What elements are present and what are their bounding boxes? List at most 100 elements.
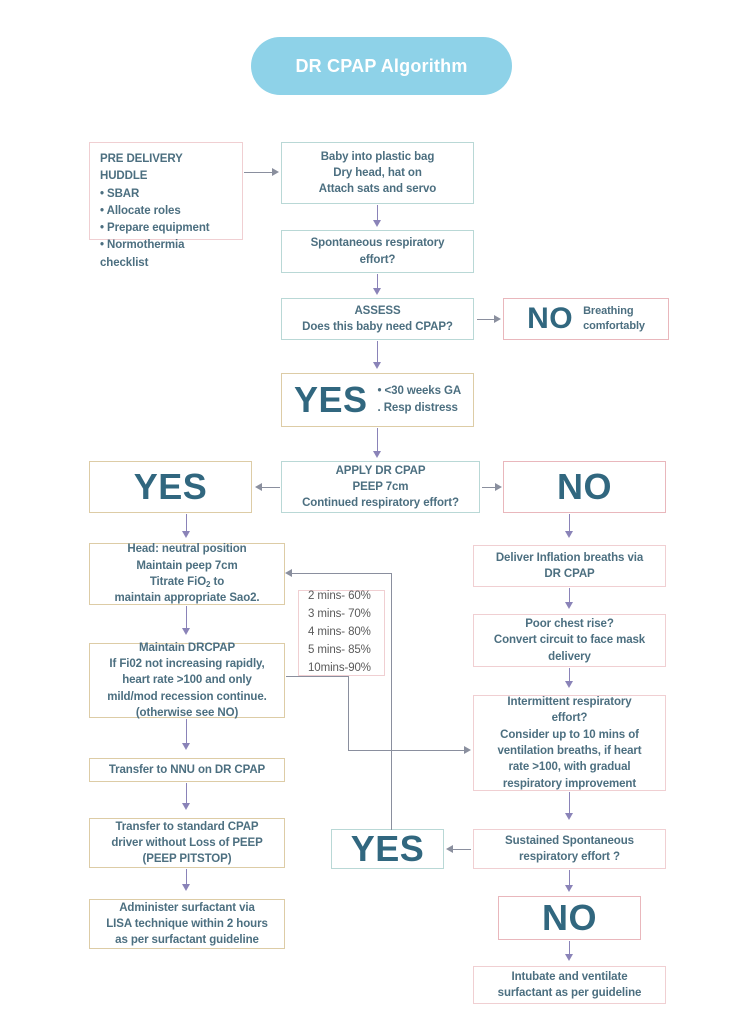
line: Breathing <box>583 305 634 318</box>
arrow-down-icon <box>565 813 573 820</box>
arrow-down-icon <box>373 362 381 369</box>
huddle-list: SBAR Allocate roles Prepare equipment No… <box>100 186 210 255</box>
table-row: 4 mins- 80% <box>308 626 371 639</box>
list-item: Prepare equipment <box>100 220 210 237</box>
arrow-down-icon <box>182 531 190 538</box>
node-no-right: NO <box>503 461 666 513</box>
word-yes: YES <box>133 466 208 507</box>
arrow-down-icon <box>182 803 190 810</box>
line: Spontaneous respiratory <box>310 237 445 250</box>
node-head-neutral-position: Head: neutral position Maintain peep 7cm… <box>89 543 285 605</box>
line: respiratory improvement <box>502 777 637 790</box>
line: respiratory effort ? <box>519 851 620 863</box>
line: Dry head, hat on <box>333 166 422 179</box>
node-intubate-ventilate: Intubate and ventilate surfactant as per… <box>473 966 666 1004</box>
line: as per surfactant guideline <box>115 934 259 947</box>
arrow-left-icon <box>285 569 292 577</box>
word-yes: YES <box>293 379 368 420</box>
connector-drcpap-to-nnu <box>186 719 188 743</box>
word-no: NO <box>542 897 597 938</box>
node-no-bottom: NO <box>498 896 641 940</box>
node-administer-surfactant: Administer surfactant via LISA technique… <box>89 899 285 949</box>
line: ASSESS <box>354 304 401 317</box>
line: effort? <box>359 253 396 266</box>
bullet-dot: • <box>377 385 382 398</box>
line: Transfer to standard CPAP <box>115 820 259 833</box>
table-row: 5 mins- 85% <box>308 643 371 656</box>
list-item: Resp distress <box>383 402 458 414</box>
line: rate >100, with gradual <box>508 761 631 774</box>
list-item: SBAR <box>100 186 210 203</box>
connector-apply-to-yes-left <box>262 487 280 489</box>
line: Does this baby need CPAP? <box>302 321 453 333</box>
node-yes-criteria: YES • <30 weeks GA . Resp distress <box>281 373 474 427</box>
arrow-right-icon <box>464 746 471 754</box>
line: effort? <box>551 712 588 725</box>
line: Titrate FiO <box>149 575 207 588</box>
node-deliver-inflation-breaths: Deliver Inflation breaths via DR CPAP <box>473 545 666 587</box>
line: Maintain peep 7cm <box>136 559 238 572</box>
node-maintain-drcpap: Maintain DRCPAP If Fi02 not increasing r… <box>89 642 285 719</box>
connector-standard-to-surfactant <box>186 869 188 885</box>
line: ventilation breaths, if heart <box>497 745 642 757</box>
node-apply-dr-cpap: APPLY DR CPAP PEEP 7cm Continued respira… <box>281 461 480 513</box>
arrow-left-icon <box>255 483 262 491</box>
connector-sustained-to-nobottom <box>569 870 571 886</box>
connector-head-to-drcpap <box>186 606 188 628</box>
connector-apply-to-no-right <box>482 487 496 489</box>
list-item: Normothermia <box>100 237 210 254</box>
connector-intermittent-to-sustained <box>569 792 571 814</box>
node-spontaneous-effort: Spontaneous respiratory effort? <box>281 230 474 273</box>
connector-assess-to-no <box>477 319 495 321</box>
arrow-down-icon <box>565 885 573 892</box>
node-yes-left: YES <box>89 461 252 513</box>
connector-nnu-to-standard <box>186 783 188 804</box>
line: delivery <box>548 650 591 663</box>
line: Consider up to 10 mins of <box>500 728 639 741</box>
connector-drcpap-elbow-bottom <box>348 750 466 752</box>
line: Deliver Inflation breaths via <box>495 551 644 564</box>
node-plastic-bag: Baby into plastic bag Dry head, hat on A… <box>281 142 474 204</box>
line: (otherwise see NO) <box>135 707 239 719</box>
connector-assess-to-yes <box>377 341 379 363</box>
arrow-down-icon <box>565 954 573 961</box>
no-breathing-side-text: Breathing comfortably <box>583 304 645 334</box>
arrow-right-icon <box>495 483 502 491</box>
connector-bag-to-spontaneous <box>377 205 379 221</box>
list-item: <30 weeks GA <box>384 385 462 398</box>
line: maintain appropriate Sao2. <box>114 592 260 605</box>
table-row: 3 mins- 70% <box>308 608 371 621</box>
huddle-continuation: checklist <box>100 256 149 269</box>
arrow-down-icon <box>373 451 381 458</box>
arrow-left-icon <box>446 845 453 853</box>
line: If Fi02 not increasing rapidly, <box>109 658 265 671</box>
line: Continued respiratory effort? <box>302 497 459 510</box>
connector-huddle-to-bag <box>244 172 274 174</box>
node-transfer-nnu: Transfer to NNU on DR CPAP <box>89 758 285 782</box>
line: LISA technique within 2 hours <box>106 917 268 930</box>
line: Intermittent respiratory <box>507 696 632 709</box>
line: DR CPAP <box>544 568 595 580</box>
connector-spontaneous-to-assess <box>377 274 379 289</box>
line: Poor chest rise? <box>525 618 614 631</box>
arrow-down-icon <box>565 681 573 688</box>
subscript: 2 <box>206 579 211 589</box>
line: mild/mod recession continue. <box>107 690 267 703</box>
line: driver without Loss of PEEP <box>111 836 263 849</box>
line: Transfer to NNU on DR CPAP <box>108 763 266 776</box>
line: Baby into plastic bag <box>320 150 435 163</box>
node-pre-delivery-huddle: PRE DELIVERY HUDDLE SBAR Allocate roles … <box>89 142 243 269</box>
line: to <box>210 575 225 588</box>
arrow-down-icon <box>373 220 381 227</box>
arrow-down-icon <box>373 288 381 295</box>
yes-criteria-bullets: • <30 weeks GA . Resp distress <box>378 383 462 416</box>
list-item: Allocate roles <box>100 203 210 220</box>
node-no-breathing-comfortably: NO Breathing comfortably <box>503 298 669 340</box>
node-transfer-standard-cpap: Transfer to standard CPAP driver without… <box>89 818 285 868</box>
table-row: 10mins-90% <box>308 661 371 674</box>
connector-noright-to-deliver <box>569 514 571 531</box>
line: Administer surfactant via <box>119 901 255 914</box>
connector-poorchest-to-intermittent <box>569 668 571 681</box>
arrow-right-icon <box>272 168 279 176</box>
node-assess: ASSESS Does this baby need CPAP? <box>281 298 474 340</box>
